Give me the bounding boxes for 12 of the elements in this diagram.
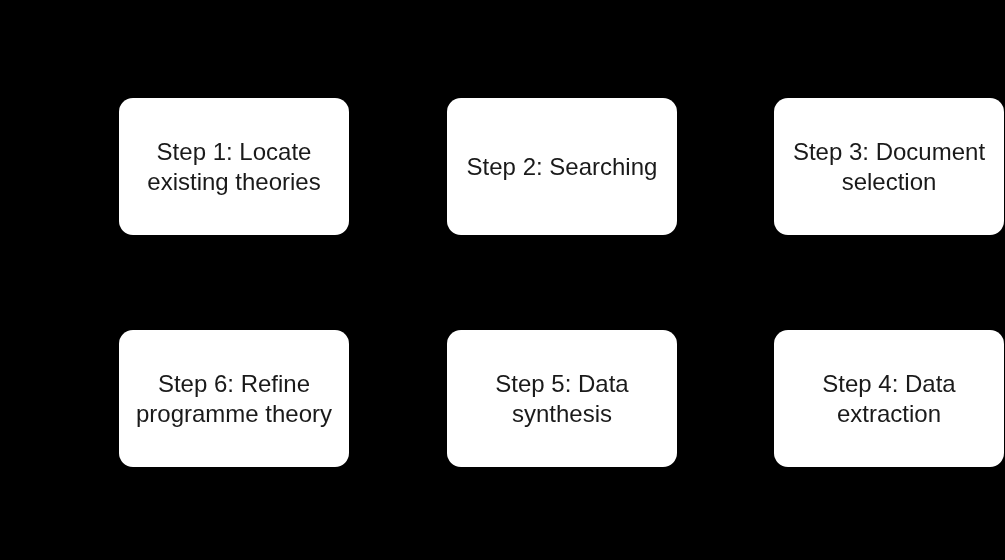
step-label: Step 1: Locate existing theories xyxy=(146,136,322,197)
step-box xyxy=(447,98,677,235)
step-box xyxy=(774,98,1004,235)
step-box xyxy=(774,330,1004,467)
step-label: Step 3: Document selection xyxy=(791,136,987,197)
step-box xyxy=(119,330,349,467)
step-box xyxy=(119,98,349,235)
step-label: Step 6: Refine programme theory xyxy=(134,368,334,429)
step-label: Step 5: Data synthesis xyxy=(494,368,630,429)
step-box xyxy=(447,330,677,467)
step-label: Step 2: Searching xyxy=(466,151,658,182)
step-label: Step 4: Data extraction xyxy=(821,368,957,429)
